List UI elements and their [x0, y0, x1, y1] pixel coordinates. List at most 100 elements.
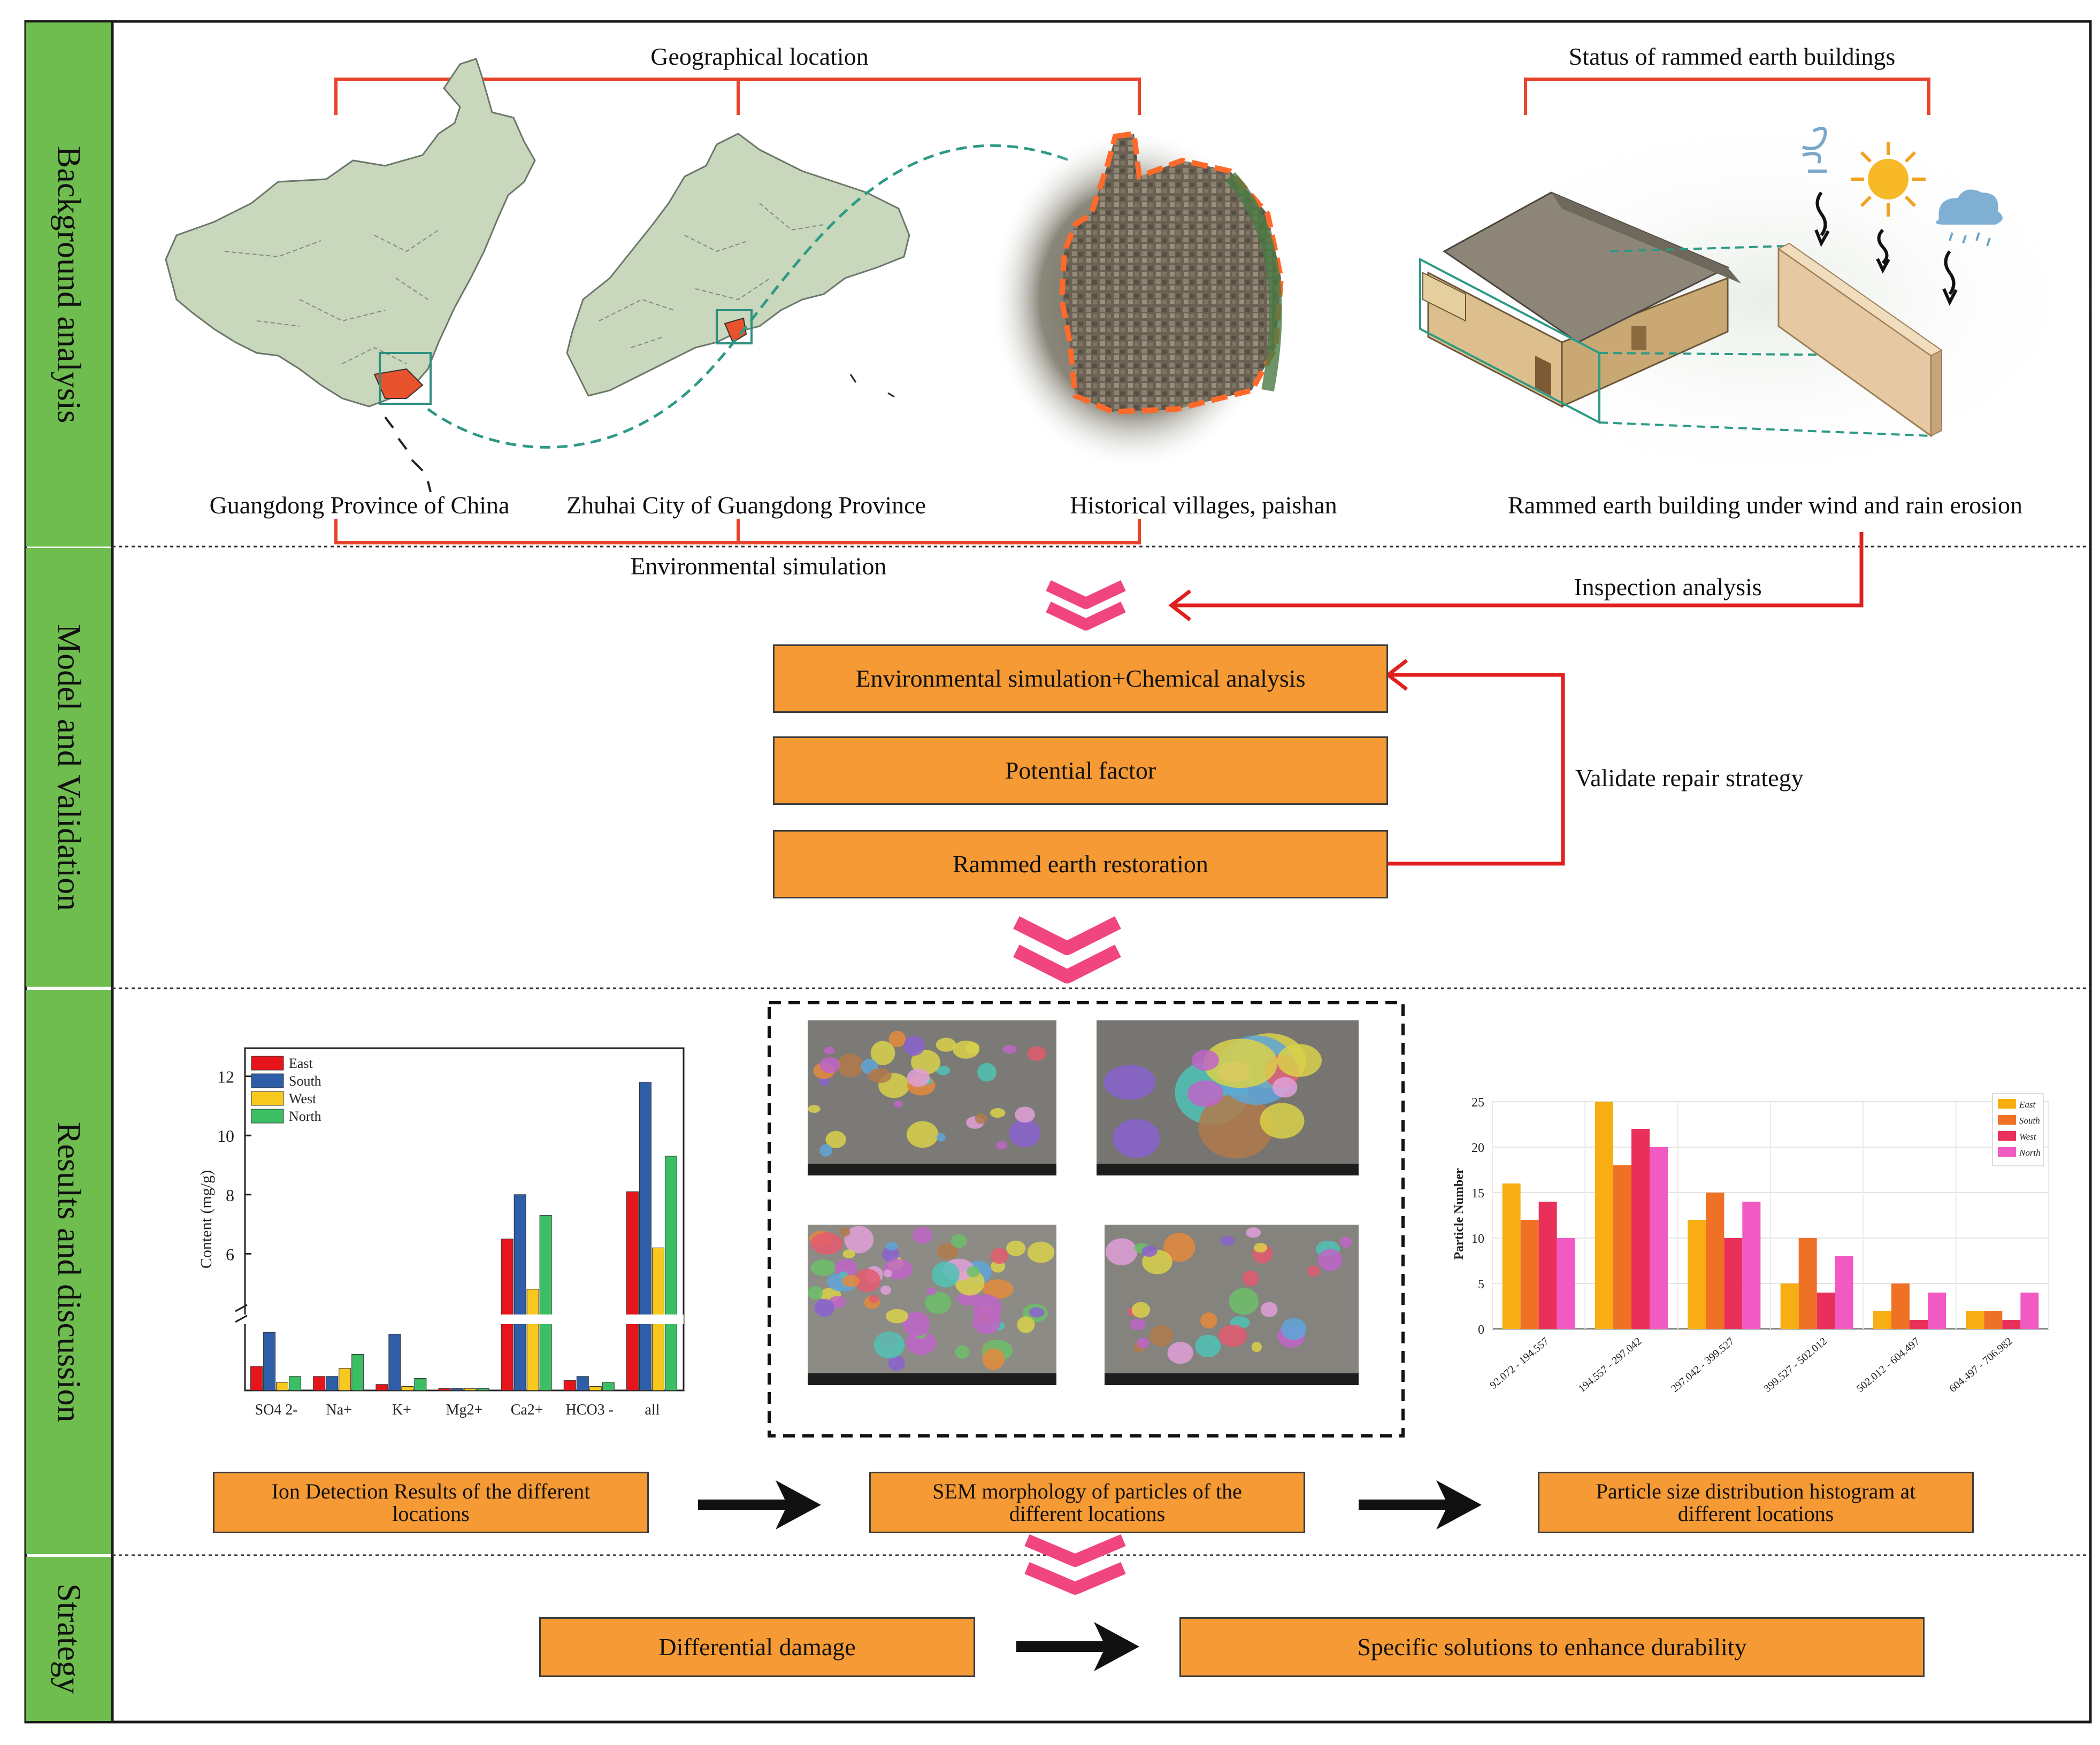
sem-particle [1260, 1103, 1305, 1139]
ion-legend-swatch [251, 1109, 284, 1124]
sem-particle [1137, 1337, 1149, 1349]
sem-particle [819, 1057, 840, 1073]
sem-particle [1195, 1334, 1221, 1358]
chevron-2 [1013, 916, 1121, 983]
ion-bar-south [576, 1376, 589, 1391]
inspection-arrow [1168, 532, 1864, 621]
sem-dashed-frame [768, 1001, 1405, 1437]
sem-info-bar [808, 1164, 1056, 1175]
sem-particle [842, 1249, 855, 1258]
ion-category-label: HCO3 - [566, 1402, 614, 1418]
psd-ytick-label: 15 [1471, 1187, 1484, 1201]
inspection-label: Inspection analysis [1574, 573, 1762, 601]
axis-break-band [240, 1314, 684, 1324]
section-model: Model and Validation [26, 548, 111, 987]
building-caption: Rammed earth building under wind and rai… [1508, 491, 2022, 519]
village-aerial-photo [990, 128, 1284, 471]
sem-particle [982, 1348, 1005, 1370]
sem-particle [1242, 1270, 1259, 1286]
psd-bar-east [1780, 1283, 1799, 1329]
sem-particle [1254, 1243, 1268, 1253]
psd-legend-swatch [1998, 1131, 2016, 1141]
sem-particle [825, 1131, 846, 1148]
sem-particle [995, 1141, 1008, 1150]
chevron-1 [1046, 580, 1126, 631]
sem-particle [936, 1243, 959, 1260]
psd-legend-swatch [1998, 1147, 2016, 1157]
psd-category-label: 604.497 - 706.982 [1947, 1335, 2014, 1395]
ion-category-label: Ca2+ [511, 1402, 543, 1418]
sem-particle [990, 1108, 1006, 1118]
ion-category-label: Mg2+ [446, 1402, 483, 1418]
sem-particle [888, 1031, 906, 1048]
arrow-sem-to-psd [1359, 1480, 1482, 1529]
psd-bar-west [1910, 1320, 1928, 1329]
psd-bar-south [1520, 1220, 1539, 1329]
psd-bar-south [1984, 1311, 2003, 1329]
ion-legend-swatch [251, 1073, 284, 1088]
wind-icon [1802, 127, 1827, 173]
sem-particle [1317, 1249, 1343, 1271]
ion-ytick-label: 8 [226, 1186, 234, 1205]
sem-particle [1220, 1236, 1235, 1246]
psd-bar-north [1928, 1293, 1946, 1329]
axis-break-mark [235, 1304, 248, 1323]
ion-bar-west [339, 1368, 351, 1391]
psd-bar-west [1538, 1202, 1557, 1329]
ion-bar-north [414, 1378, 427, 1391]
sem-particle [1167, 1342, 1193, 1364]
sem-particle [819, 1144, 832, 1157]
ion-ytick-label: 12 [217, 1067, 234, 1087]
ion-legend-label: East [289, 1056, 313, 1071]
section-background: Background analysis [26, 22, 111, 547]
psd-bar-west [1724, 1238, 1743, 1329]
psd-bar-north [1650, 1147, 1668, 1329]
differential-damage-text: Differential damage [658, 1633, 856, 1661]
sem-particle [1307, 1265, 1320, 1277]
psd-bar-south [1613, 1165, 1631, 1329]
psd-ytick-label: 10 [1471, 1232, 1484, 1246]
psd-bar-south [1798, 1238, 1817, 1329]
sem-particle [1015, 1106, 1036, 1123]
sem-particle [1106, 1238, 1138, 1265]
sem-particle [906, 1121, 939, 1148]
psd-legend-label: West [2019, 1132, 2037, 1142]
differential-damage-box: Differential damage [539, 1617, 975, 1677]
psd-bar-west [1817, 1293, 1835, 1329]
restoration-text: Rammed earth restoration [953, 850, 1208, 878]
arrow-damage-to-solutions [1016, 1622, 1139, 1671]
sem-particle [936, 1037, 956, 1052]
sem-particle [1017, 1316, 1035, 1333]
sem-particle [888, 1355, 905, 1371]
env-bracket [334, 519, 1141, 544]
ion-bar-south [263, 1332, 276, 1391]
ion-bar-east [375, 1384, 388, 1391]
sem-particle [975, 1113, 987, 1124]
sem-particle [868, 1068, 892, 1083]
sem-particle [894, 1101, 903, 1108]
sem-particle [814, 1298, 835, 1317]
sem-particle [1009, 1119, 1041, 1148]
section-strategy: Strategy [26, 1557, 111, 1721]
sem-particle [1006, 1240, 1026, 1256]
env-sim-label: Environmental simulation [630, 552, 887, 580]
psd-results-text: Particle size distribution histogram at … [1596, 1479, 1916, 1526]
geo-title: Geographical location [650, 43, 869, 70]
sem-particle [1103, 1065, 1156, 1100]
sem-particle [1340, 1236, 1352, 1248]
psd-ytick-label: 25 [1471, 1096, 1484, 1110]
sem-particle [926, 1287, 936, 1296]
sem-particle [885, 1309, 908, 1324]
sem-particle [925, 1292, 952, 1314]
sem-particle [931, 1262, 960, 1288]
ion-category-label: SO4 2- [255, 1402, 298, 1418]
psd-legend-label: East [2019, 1100, 2036, 1110]
sem-particle [902, 1312, 930, 1337]
sem-particle [1203, 1039, 1278, 1088]
map-china [165, 58, 536, 493]
sem-particle [1277, 1044, 1322, 1077]
psd-legend-swatch [1998, 1115, 2016, 1125]
erosion-arrows [1814, 191, 1958, 306]
sem-particle [1218, 1324, 1247, 1347]
ion-bar-north [664, 1156, 677, 1391]
